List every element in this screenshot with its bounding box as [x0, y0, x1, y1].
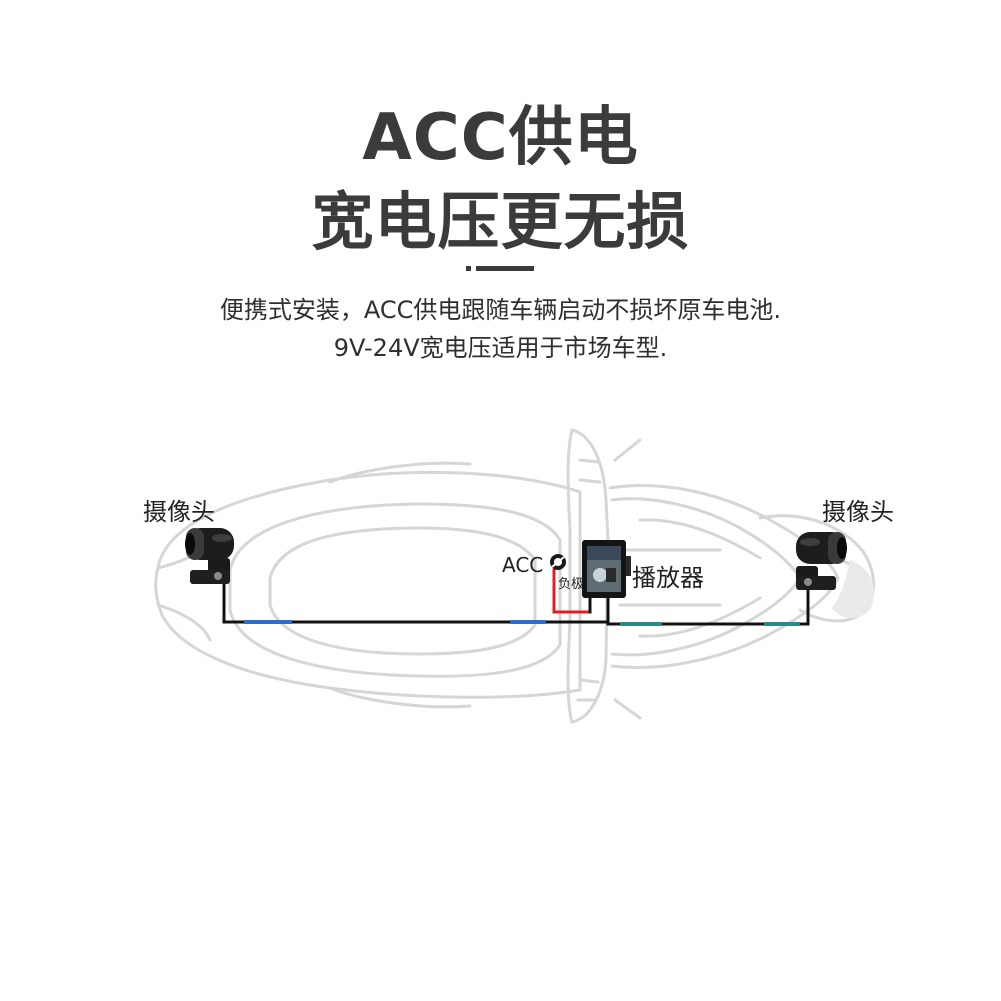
title-line-2: 宽电压更无损: [311, 185, 690, 258]
acc-connector-icon: [550, 554, 566, 570]
left-camera-icon: [185, 528, 234, 584]
right-camera-label: 摄像头: [822, 498, 894, 526]
title-line-1: ACC供电: [362, 101, 639, 175]
divider-dot: [466, 266, 471, 271]
motorcycle-outline: [154, 428, 876, 724]
player-label: 播放器: [632, 564, 704, 592]
wiring-diagram: 摄像头 摄像头 ACC 负极 播放器: [143, 428, 894, 724]
description-line-2: 9V-24V宽电压适用于市场车型.: [333, 334, 668, 362]
right-camera-icon: [796, 532, 847, 590]
divider-bar: [476, 266, 534, 271]
title-divider: [0, 266, 1001, 272]
left-camera-label: 摄像头: [143, 498, 215, 526]
acc-label: ACC: [502, 553, 543, 577]
player-device-icon: [582, 540, 631, 598]
negative-label: 负极: [558, 577, 584, 592]
right-headlight-shading: [832, 560, 875, 619]
description-line-1: 便携式安装，ACC供电跟随车辆启动不损坏原车电池.: [219, 296, 782, 324]
